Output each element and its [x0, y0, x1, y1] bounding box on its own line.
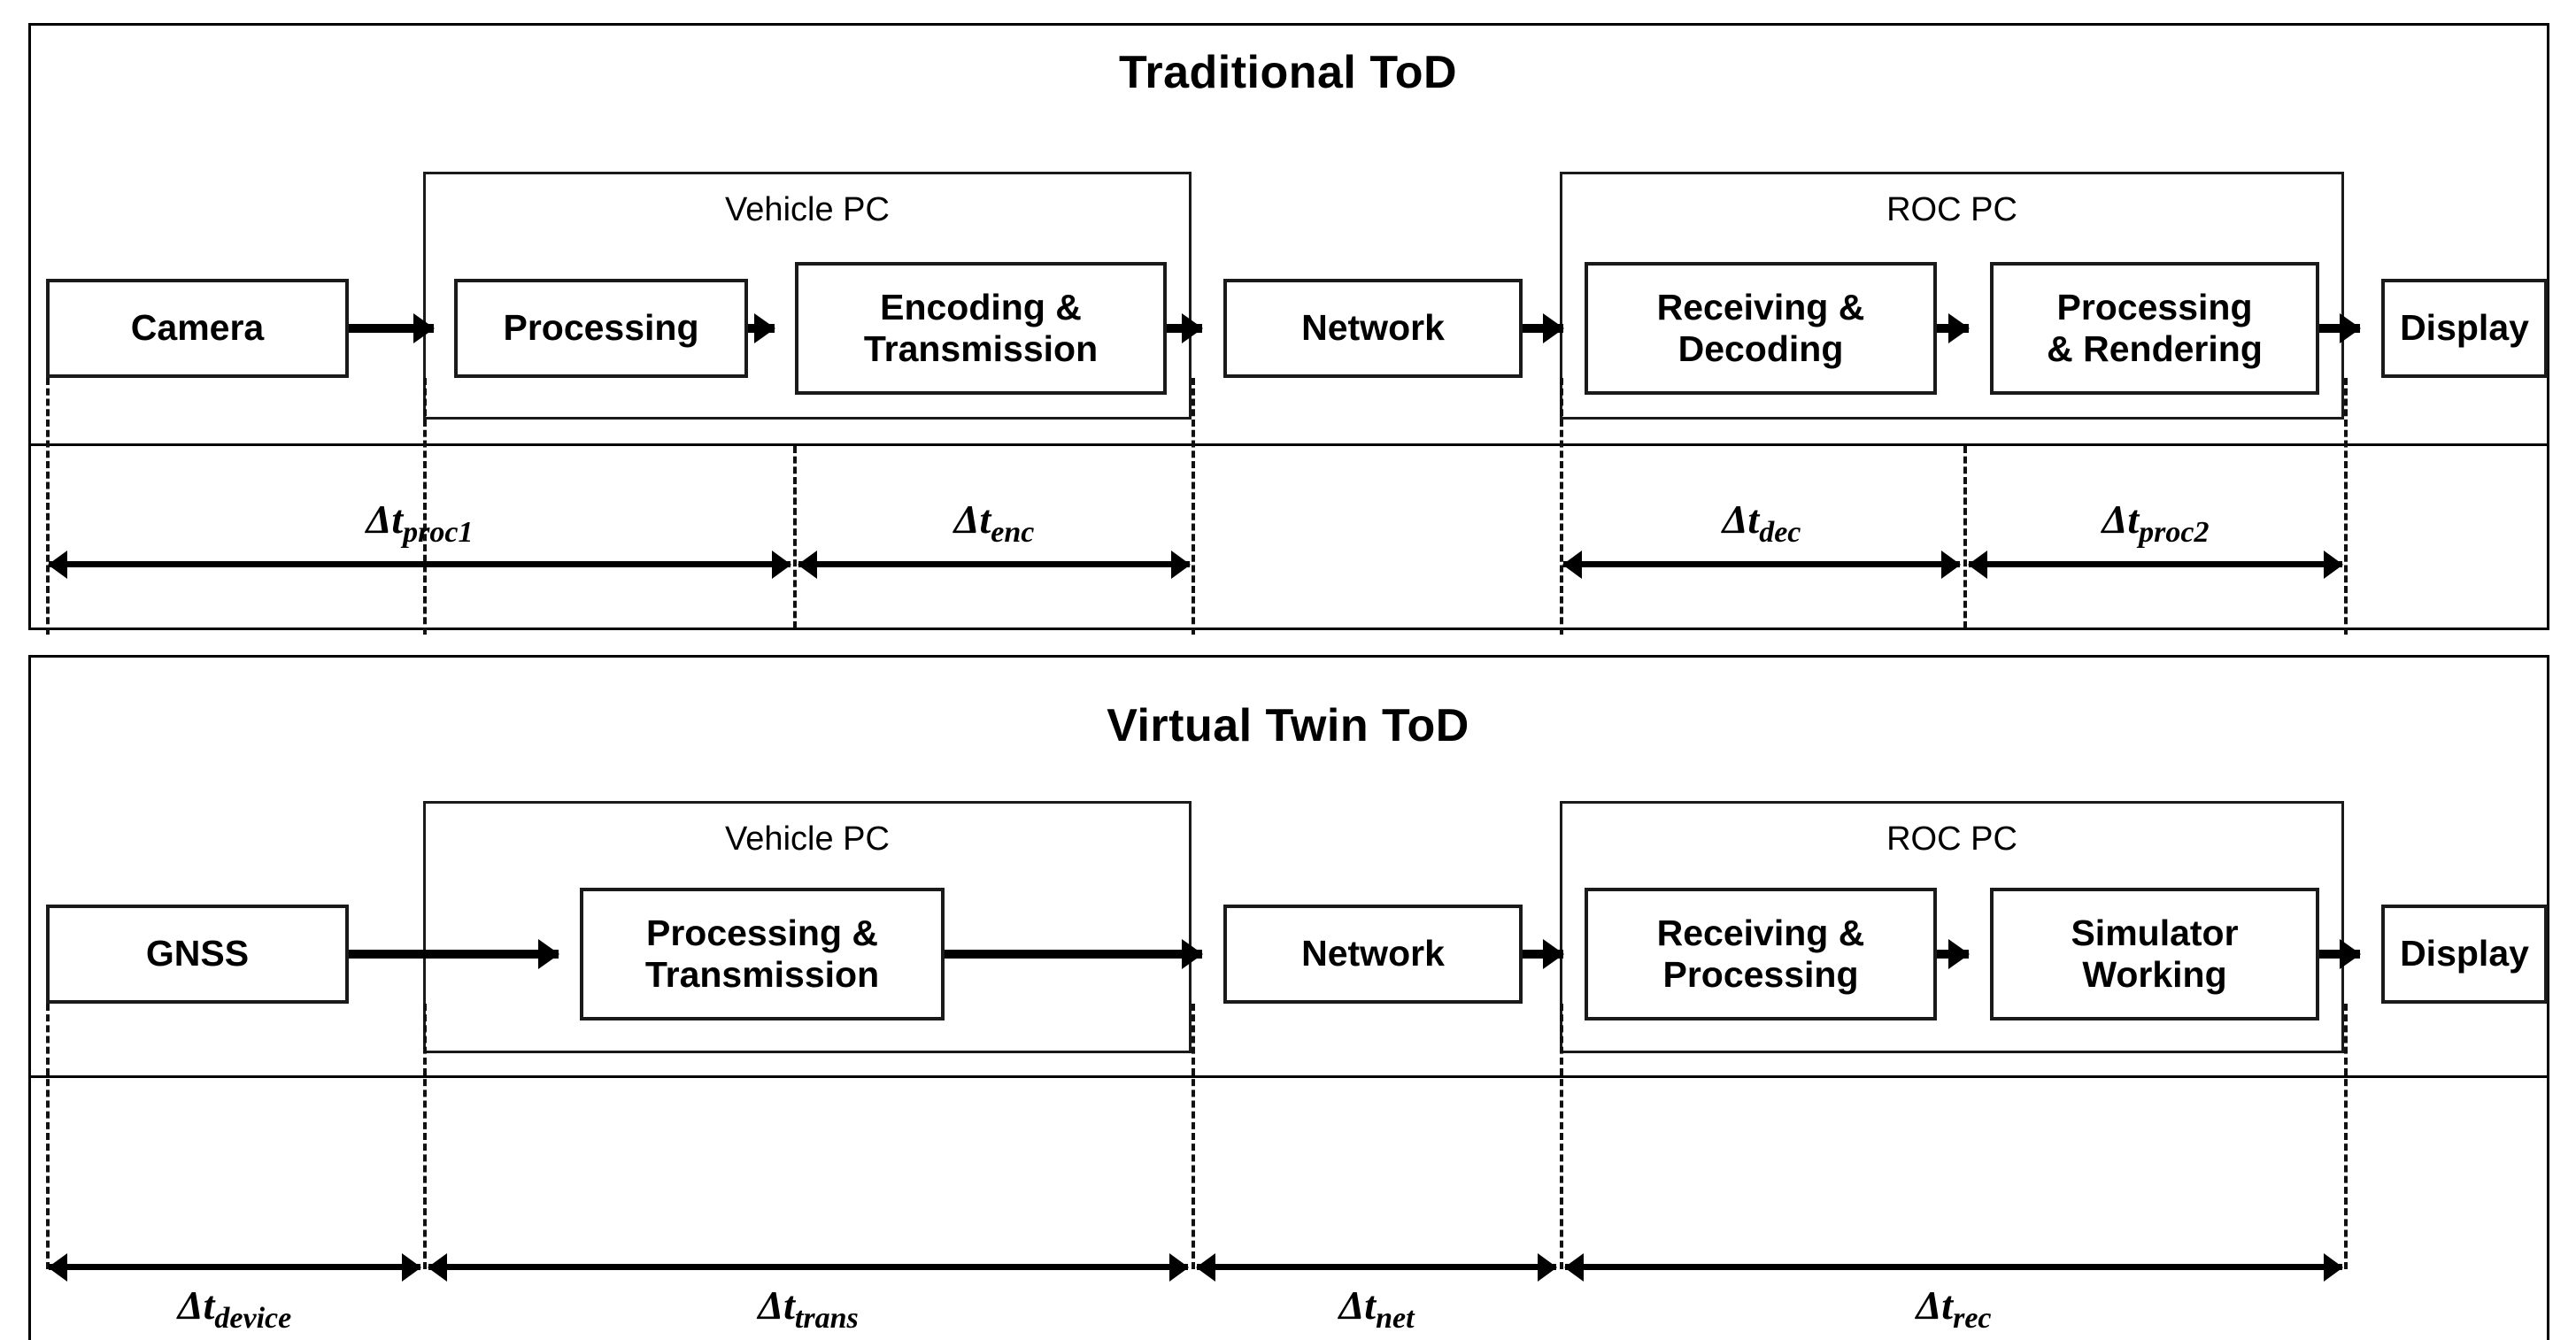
roc-pc-label-2: ROC PC — [1886, 820, 2017, 858]
block-camera[interactable]: Camera — [46, 279, 349, 378]
guide-vehicle-pc-start — [423, 378, 427, 635]
block-processing-transmission[interactable]: Processing & Transmission — [580, 888, 945, 1020]
roc-pc-container-2 — [1560, 801, 2344, 1053]
block-display[interactable]: Display — [2381, 279, 2548, 378]
label-dt-rec: Δtrec — [1565, 1282, 2342, 1336]
block-receiving-line1: Receiving & — [1656, 286, 1865, 327]
arrow-recvproc-to-simulator — [1937, 950, 1969, 959]
block-processing-rendering[interactable]: Processing & Rendering — [1990, 262, 2319, 395]
label-dt-dec: Δtdec — [1563, 496, 1960, 550]
dt-sub-enc: enc — [991, 516, 1035, 550]
vehicle-pc-container-2 — [423, 801, 1192, 1053]
guide-vehicle-pc-end — [1192, 378, 1195, 635]
label-dt-device: Δtdevice — [49, 1282, 420, 1336]
roc-pc-label: ROC PC — [1886, 191, 2017, 228]
block-rendering-line2: & Rendering — [2047, 328, 2263, 369]
dt-sub-net: net — [1376, 1302, 1415, 1336]
vehicle-pc-label-2: Vehicle PC — [725, 820, 890, 858]
block-display-2[interactable]: Display — [2381, 905, 2548, 1004]
dt-sub-rec: rec — [1953, 1302, 1992, 1336]
guide-roc-pc-start — [1560, 378, 1563, 635]
arrow-gnss-to-proctrans — [349, 950, 559, 959]
dt-symbol-dec: Δt — [1722, 497, 1760, 542]
dt-symbol-net: Δt — [1338, 1282, 1377, 1328]
block-receiving-line2: Decoding — [1677, 328, 1844, 369]
measure-arrow-rec — [1565, 1264, 2342, 1270]
guide-encoding-split — [793, 446, 797, 628]
block-encoding-line1: Encoding & — [880, 286, 1082, 327]
block-gnss[interactable]: GNSS — [46, 905, 349, 1004]
label-dt-proc2: Δtproc2 — [1969, 496, 2342, 550]
vehicle-pc-label: Vehicle PC — [725, 191, 890, 228]
arrow-proctrans-to-network — [945, 950, 1202, 959]
block-receiving-processing[interactable]: Receiving & Processing — [1585, 888, 1937, 1020]
measure-arrow-proc2 — [1969, 561, 2342, 567]
guide-roc-pc-end-2 — [2344, 1004, 2348, 1269]
arrow-camera-to-processing — [349, 324, 434, 333]
dt-sub-trans: trans — [794, 1302, 859, 1336]
dt-symbol-enc: Δt — [953, 497, 991, 542]
guide-vehicle-pc-start-2 — [423, 1004, 427, 1269]
virtualtwin-section-title: Virtual Twin ToD — [1107, 700, 1469, 751]
arrow-encoding-to-network — [1167, 324, 1202, 333]
guide-roc-pc-end — [2344, 378, 2348, 635]
guide-gnss-start-2 — [46, 1004, 50, 1269]
vehicle-pc-container — [423, 172, 1192, 420]
traditional-section-frame — [28, 23, 2549, 446]
dt-sub-device: device — [214, 1302, 292, 1336]
guide-decoding-split — [1963, 446, 1967, 628]
arrow-rendering-to-display — [2319, 324, 2360, 333]
label-dt-enc: Δtenc — [798, 496, 1190, 550]
label-dt-trans: Δttrans — [428, 1282, 1188, 1336]
arrow-network-to-receiving — [1523, 324, 1563, 333]
dt-symbol-proc2: Δt — [2102, 497, 2140, 542]
dt-sub-proc2: proc2 — [2139, 516, 2210, 550]
virtualtwin-timing-band — [28, 1078, 2549, 1340]
arrow-network-to-recvproc — [1523, 950, 1563, 959]
measure-arrow-proc1 — [49, 561, 791, 567]
block-simulator-working[interactable]: Simulator Working — [1990, 888, 2319, 1020]
label-dt-net: Δtnet — [1197, 1282, 1556, 1336]
block-encoding-line2: Transmission — [863, 328, 1099, 369]
dt-sub-dec: dec — [1759, 516, 1801, 550]
block-recvproc-line1: Receiving & — [1656, 912, 1865, 953]
block-network-2[interactable]: Network — [1223, 905, 1523, 1004]
measure-arrow-trans — [428, 1264, 1188, 1270]
dt-symbol-device: Δt — [177, 1282, 215, 1328]
label-dt-proc1: Δtproc1 — [49, 496, 791, 550]
arrow-simulator-to-display — [2319, 950, 2360, 959]
block-encoding-transmission[interactable]: Encoding & Transmission — [795, 262, 1167, 395]
block-proctrans-line2: Transmission — [644, 954, 880, 995]
guide-vehicle-pc-end-2 — [1192, 1004, 1195, 1269]
guide-roc-pc-start-2 — [1560, 1004, 1563, 1269]
block-rendering-line1: Processing — [2056, 286, 2253, 327]
measure-arrow-device — [49, 1264, 420, 1270]
block-receiving-decoding[interactable]: Receiving & Decoding — [1585, 262, 1937, 395]
block-recvproc-line2: Processing — [1662, 954, 1859, 995]
traditional-section-title: Traditional ToD — [1118, 47, 1458, 98]
dt-symbol-proc1: Δt — [366, 497, 404, 542]
measure-arrow-enc — [798, 561, 1190, 567]
dt-symbol-rec: Δt — [1916, 1282, 1954, 1328]
arrow-processing-to-encoding — [748, 324, 775, 333]
measure-arrow-net — [1197, 1264, 1556, 1270]
dt-sub-proc1: proc1 — [403, 516, 474, 550]
traditional-timing-band — [28, 446, 2549, 630]
block-processing[interactable]: Processing — [454, 279, 748, 378]
block-simulator-line1: Simulator — [2071, 912, 2239, 953]
dt-symbol-trans: Δt — [758, 1282, 795, 1328]
measure-arrow-dec — [1563, 561, 1960, 567]
block-proctrans-line1: Processing & — [645, 912, 879, 953]
virtualtwin-section-frame — [28, 655, 2549, 1078]
block-simulator-line2: Working — [2082, 954, 2227, 995]
arrow-receiving-to-rendering — [1937, 324, 1969, 333]
roc-pc-container — [1560, 172, 2344, 420]
guide-camera-start — [46, 378, 50, 635]
block-network[interactable]: Network — [1223, 279, 1523, 378]
